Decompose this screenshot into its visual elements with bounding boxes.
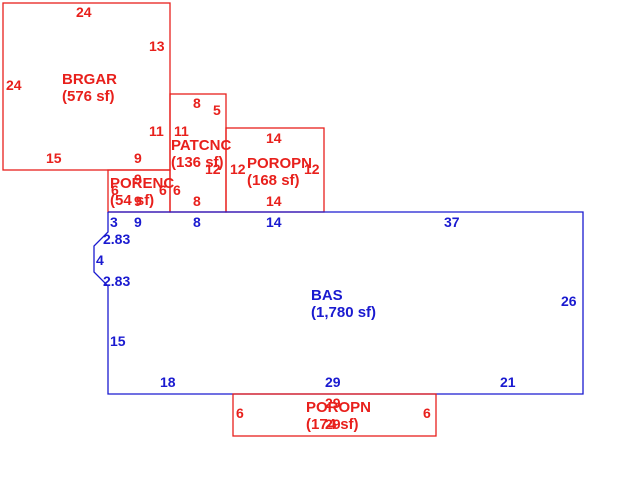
dim-patcnc-left-lower: 6 — [173, 182, 181, 198]
dim-poropn-upper-bottom: 14 — [266, 193, 282, 209]
bas-area: (1,780 sf) — [311, 304, 376, 321]
brgar-outline — [2, 2, 171, 171]
dim-bas-right: 26 — [561, 293, 577, 309]
poropn-lower-area: (174 sf) — [306, 416, 359, 433]
porenc-name: PORENC — [110, 175, 174, 192]
poropn-lower-name: POROPN — [306, 399, 371, 416]
patcnc-name: PATCNC — [171, 137, 231, 154]
dim-porenc-top: 9 — [134, 171, 142, 187]
dim-bas-top-patcnc: 8 — [193, 214, 201, 230]
poropn-upper-area: (168 sf) — [247, 172, 300, 189]
dim-poropn-lower-left: 6 — [236, 405, 244, 421]
brgar-area: (576 sf) — [62, 88, 115, 105]
dim-patcnc-left: 11 — [174, 123, 189, 139]
dim-brgar-right-upper: 13 — [149, 38, 165, 54]
dim-brgar-bottom-right: 9 — [134, 150, 142, 166]
dim-bas-bottom-right: 21 — [500, 374, 516, 390]
dim-poropn-lower-top: 29 — [325, 395, 341, 411]
dim-bas-bottom-left: 18 — [160, 374, 176, 390]
dim-bas-top-left: 3 — [110, 214, 118, 230]
dim-poropn-lower-right: 6 — [423, 405, 431, 421]
bas-name: BAS — [311, 287, 343, 304]
dim-poropn-upper-right: 12 — [304, 161, 320, 177]
dim-brgar-left: 24 — [6, 77, 22, 93]
dim-patcnc-right: 12 — [205, 161, 221, 177]
dim-bas-bevel-mid: 4 — [96, 252, 104, 268]
dim-bas-top-porenc: 9 — [134, 214, 142, 230]
dim-poropn-upper-top: 14 — [266, 130, 282, 146]
dim-porenc-right: 6 — [159, 182, 167, 198]
dim-bas-left: 15 — [110, 333, 126, 349]
dim-patcnc-right-upper: 5 — [213, 102, 221, 118]
dim-brgar-right-lower: 11 — [149, 123, 164, 139]
dim-bas-bottom-mid: 29 — [325, 374, 341, 390]
dim-bas-top-poropn: 14 — [266, 214, 282, 230]
dim-bas-bevel-upper: 2.83 — [103, 231, 130, 247]
poropn-lower-outline — [232, 393, 437, 437]
dim-bas-top-right: 37 — [444, 214, 460, 230]
poropn-upper-name: POROPN — [247, 155, 312, 172]
patcnc-area: (136 sf) — [171, 154, 224, 171]
dim-porenc-left: 6 — [111, 182, 119, 198]
dim-poropn-lower-bottom: 29 — [325, 416, 341, 432]
dim-patcnc-top: 8 — [193, 95, 201, 111]
porenc-area: (54 sf) — [110, 192, 154, 209]
dim-poropn-upper-left: 12 — [230, 161, 246, 177]
dim-porenc-bottom: 9 — [134, 193, 142, 209]
dim-bas-bevel-lower: 2.83 — [103, 273, 130, 289]
dim-brgar-top: 24 — [76, 4, 92, 20]
brgar-name: BRGAR — [62, 71, 117, 88]
dim-patcnc-bottom: 8 — [193, 193, 201, 209]
dim-brgar-bottom: 15 — [46, 150, 62, 166]
bas-outline — [93, 211, 584, 395]
